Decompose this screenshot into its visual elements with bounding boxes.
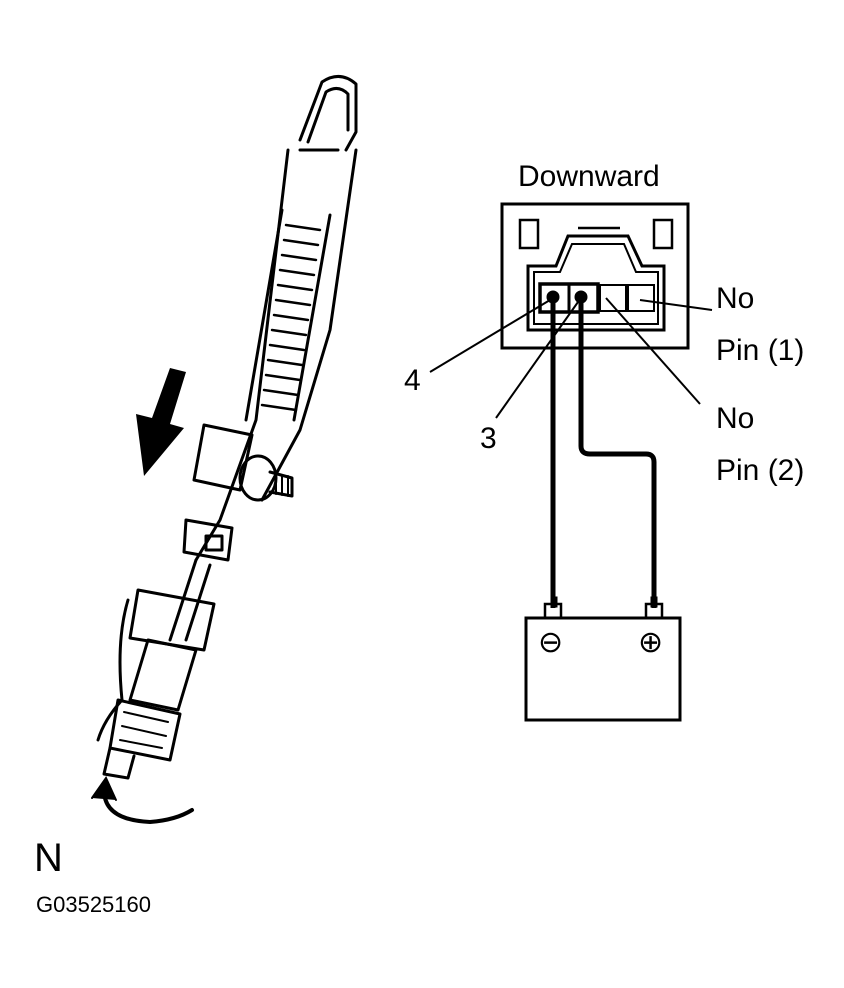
battery-negative-terminal-icon: ⊖ (538, 626, 564, 659)
battery (524, 596, 682, 722)
direction-letter: N (34, 836, 63, 880)
rotation-arrow-icon (91, 775, 194, 825)
lift-assembly-drawing (96, 75, 358, 780)
downward-arrow-icon (136, 368, 186, 476)
wires (550, 302, 657, 608)
callout-no-pin-2-line1: No (716, 402, 755, 435)
callout-no-pin-1-line2: Pin (1) (716, 334, 805, 367)
callout-terminal-3: 3 (480, 422, 497, 455)
leader-lines (429, 297, 713, 419)
battery-positive-terminal-icon: ⊕ (638, 626, 664, 659)
connector-diagram (500, 202, 690, 350)
callout-no-pin-1-line1: No (716, 282, 755, 315)
callout-no-pin-2-line2: Pin (2) (716, 454, 805, 487)
callout-terminal-4: 4 (404, 364, 421, 397)
connector-orientation-label: Downward (518, 160, 660, 193)
figure-code: G03525160 (36, 892, 151, 917)
